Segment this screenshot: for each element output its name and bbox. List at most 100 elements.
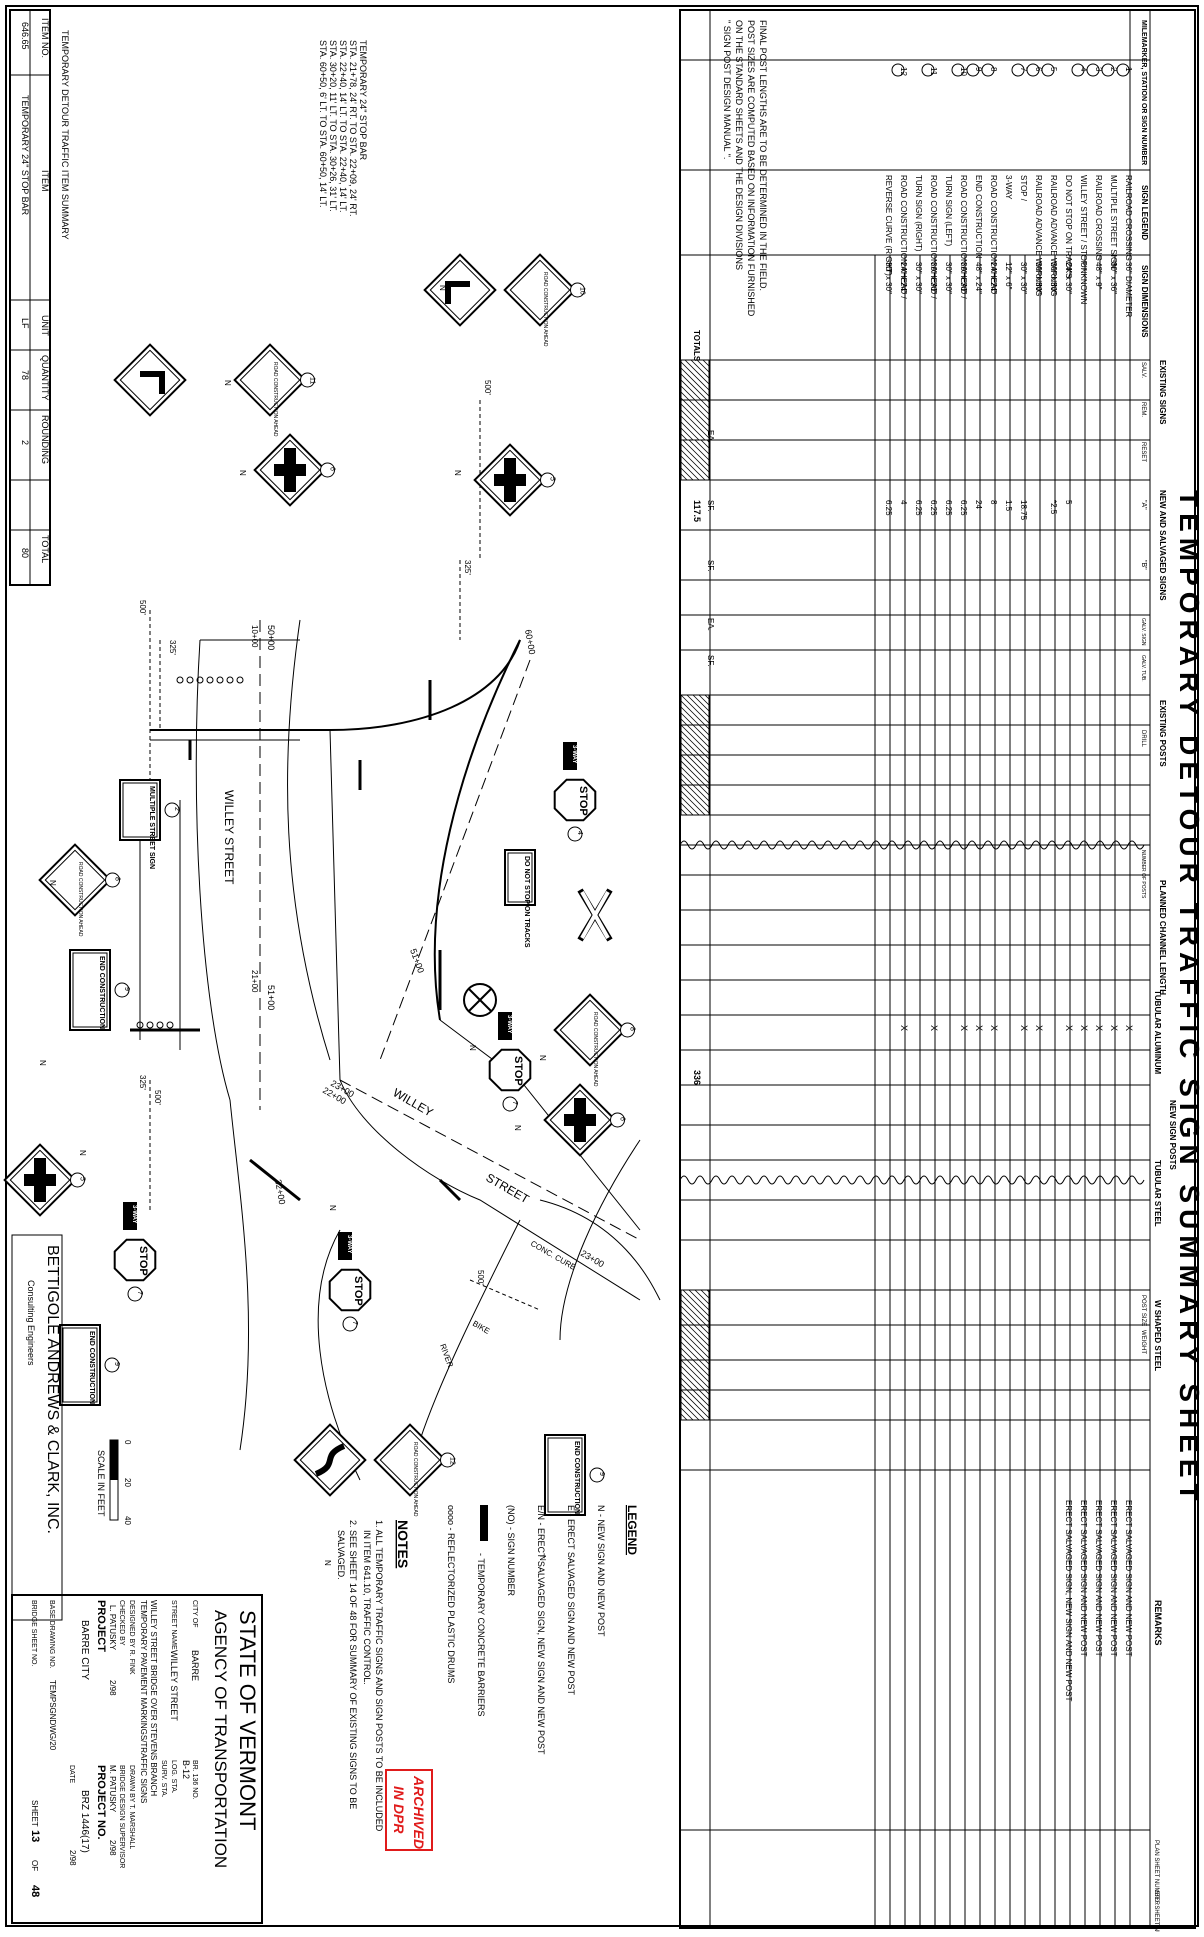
road-edge xyxy=(329,729,641,1301)
sign-number-circle xyxy=(966,63,980,77)
hatch-line xyxy=(680,467,694,481)
svg-text:N - NEW SIGN AND NEW POST: N - NEW SIGN AND NEW POST xyxy=(596,1505,606,1637)
sign-number: 6 xyxy=(1034,67,1043,72)
hatch-line xyxy=(682,1289,710,1317)
header-galv-tub: GALV. TUB. xyxy=(1140,655,1146,682)
sign-number-circle xyxy=(891,63,905,77)
hatch-line xyxy=(680,796,700,816)
arrow-symbol xyxy=(140,371,165,394)
svg-text:2: 2 xyxy=(20,440,30,445)
svg-text:BRIDGE SHEET NO.: BRIDGE SHEET NO. xyxy=(30,1600,37,1666)
hatched-cell xyxy=(680,439,710,481)
sign-area: 4 xyxy=(899,500,908,505)
sign-number-circle xyxy=(300,372,315,388)
svg-text:SURV. STA.: SURV. STA. xyxy=(160,1760,167,1798)
header-milemarker: MILEMARKER, STATION OR SIGN NUMBER xyxy=(1140,20,1147,165)
rect-border xyxy=(507,852,533,903)
new-sign-marker: N xyxy=(78,1150,87,1156)
hatch-line xyxy=(680,1311,710,1341)
arrow-symbol xyxy=(445,281,470,304)
sign-dimensions: 30" x 30" xyxy=(884,262,893,294)
sign-legend: RAILROAD ADVANCE WARNING xyxy=(1049,175,1058,296)
sign-area: 8 xyxy=(989,500,998,505)
sign-number-circle xyxy=(502,1096,518,1112)
street-label: WILLEY xyxy=(391,1085,436,1119)
hatch-line xyxy=(680,754,710,784)
street-label: STREET xyxy=(484,1170,533,1206)
sign-number: 7 xyxy=(351,1321,358,1325)
sign-number: 11 xyxy=(309,377,316,384)
concrete-barrier xyxy=(249,1158,301,1202)
three-way-plaque: 3-WAY xyxy=(338,1232,352,1260)
road-edge xyxy=(433,639,521,1021)
archived-stamp: ARCHIVED IN DPR xyxy=(385,1769,433,1851)
break-line xyxy=(679,840,1145,850)
sign-legend: MULTIPLE STREET SIGN xyxy=(1109,175,1118,269)
three-way-plaque: 3-WAY xyxy=(123,1202,137,1230)
hatch-line xyxy=(702,359,710,367)
diamond-sign xyxy=(38,843,112,917)
crossbuck-inner xyxy=(580,891,610,939)
sign-number: 5 xyxy=(1049,67,1058,72)
sign-dimensions: 30" x 30" xyxy=(914,262,923,294)
svg-text:E/N - ERECT SALVAGED SIGN, NEW: E/N - ERECT SALVAGED SIGN, NEW SIGN AND … xyxy=(536,1505,546,1755)
hatch-line xyxy=(680,1377,710,1407)
hatch-line xyxy=(680,1305,710,1335)
sign-area: 5 xyxy=(1064,500,1073,505)
hatch-line xyxy=(680,421,700,441)
railroad-advance-sign: 6 xyxy=(253,433,336,507)
unit: EA. xyxy=(706,618,715,631)
plaque-bg xyxy=(498,1012,512,1040)
plan-label: BIKE xyxy=(471,1319,491,1336)
sign-area: 6.25 xyxy=(959,500,968,516)
rect-sign xyxy=(544,1434,586,1516)
svg-text:STA. 30+20, 11' LT. TO STA. 30: STA. 30+20, 11' LT. TO STA. 30+26, 31' L… xyxy=(328,40,338,212)
hatch-line xyxy=(684,359,710,385)
svg-text:2/98: 2/98 xyxy=(108,1840,117,1856)
hatch-line xyxy=(680,766,710,796)
sign-text: ROAD CONSTRUCTION AHEAD xyxy=(592,1012,598,1087)
svg-text:NOTES: NOTES xyxy=(395,1520,411,1568)
hatch-line xyxy=(680,1413,688,1421)
hatch-line xyxy=(680,1371,710,1401)
sign-number-circle xyxy=(951,63,965,77)
hatch-line xyxy=(680,1317,710,1347)
sign-dimensions: 30" x 36" xyxy=(1109,262,1118,294)
header-dimensions: SIGN DIMENSIONS xyxy=(1140,265,1149,338)
svg-text:TEMPORARY DETOUR TRAFFIC SIGN: TEMPORARY DETOUR TRAFFIC SIGN SUMMARY SH… xyxy=(1174,490,1204,1507)
svg-text:ROUNDING: ROUNDING xyxy=(40,415,50,464)
sign-number: 9 xyxy=(598,1472,605,1476)
hatch-line xyxy=(680,449,710,479)
hatch-line xyxy=(690,359,710,379)
header-b: "B" xyxy=(1140,560,1147,570)
remark: ERECT SALVAGED SIGN AND NEW POST xyxy=(1094,1500,1103,1657)
svg-text:40: 40 xyxy=(123,1516,132,1525)
unit: EA. xyxy=(706,430,715,443)
sign-number: 10 xyxy=(959,67,968,76)
svg-text:STA. 60+50, 6' LT. TO STA. 60+: STA. 60+50, 6' LT. TO STA. 60+50, 14' LT… xyxy=(318,40,328,208)
tubular-mark: X xyxy=(1064,1025,1074,1031)
stop-text: STOP xyxy=(352,1276,364,1306)
svg-text:WILLEY STREET: WILLEY STREET xyxy=(169,1650,179,1721)
diamond-border xyxy=(479,449,541,511)
sign-number-circle xyxy=(105,872,120,888)
road-edge xyxy=(195,639,231,1101)
sign-dimensions: 48" x 9" xyxy=(1094,262,1103,290)
hatch-line xyxy=(680,724,710,754)
hatch-line xyxy=(706,1289,710,1293)
hatch-line xyxy=(680,403,710,433)
svg-text:BASE DRAWING NO.: BASE DRAWING NO. xyxy=(48,1600,55,1669)
diamond-sign xyxy=(423,253,497,327)
station-label: 23+00 xyxy=(579,1248,606,1269)
three-way-plaque: 3-WAY xyxy=(563,742,577,770)
sign-legend: ROAD CONSTRUCTION AHEAD / xyxy=(929,175,938,299)
svg-text:ITEM: ITEM xyxy=(40,170,50,192)
sign-area: 18.75 xyxy=(1019,500,1028,521)
dimension-label: 500' xyxy=(153,1090,162,1105)
sign-number: 6 xyxy=(619,1117,626,1121)
hatch-line xyxy=(680,712,710,742)
break-line xyxy=(679,1175,1145,1185)
new-sign-marker: N xyxy=(38,1060,47,1066)
